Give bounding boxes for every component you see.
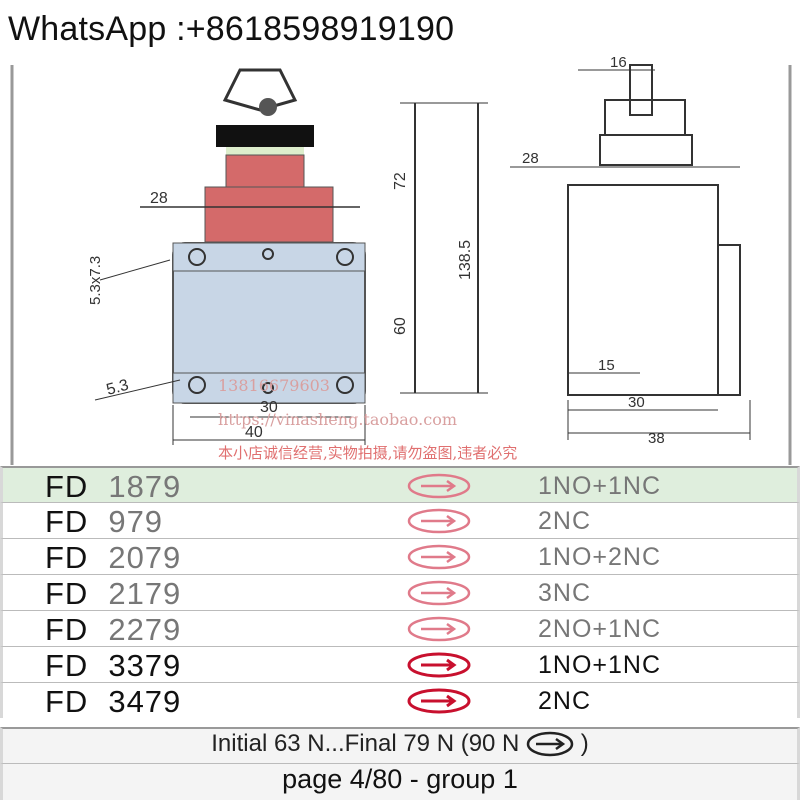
side-view: 16 28 15 30 38 [510, 55, 751, 447]
arrow-circle-icon [407, 652, 471, 678]
model-number: 979 [108, 504, 164, 539]
arrow-circle-icon [407, 508, 471, 534]
model-prefix: FD [45, 469, 89, 504]
contact-config: 2NO+1NC [538, 615, 662, 643]
dim-30-front: 30 [260, 399, 278, 416]
table-row[interactable]: FD 3479 2NC [0, 682, 800, 719]
model-prefix: FD [45, 540, 89, 575]
page-footer: page 4/80 - group 1 [0, 763, 800, 800]
dim-15: 15 [598, 357, 615, 374]
contact-config: 3NC [538, 579, 592, 607]
dim-16: 16 [610, 55, 627, 71]
dim-38: 38 [648, 430, 665, 447]
contact-config: 1NO+2NC [538, 543, 662, 571]
arrow-circle-icon [407, 580, 471, 606]
force-text-end: ) [580, 729, 589, 757]
model-prefix: FD [45, 648, 89, 683]
contact-config: 2NC [538, 687, 592, 715]
technical-drawing: 28 5.3x7.3 5.3 72 60 138.5 30 40 16 28 1 [10, 55, 792, 465]
table-row[interactable]: FD 1879 1NO+1NC [0, 466, 800, 504]
dim-138: 138.5 [457, 240, 474, 280]
dim-28-side: 28 [522, 150, 539, 167]
dim-30-side: 30 [628, 394, 645, 411]
force-footer: Initial 63 N...Final 79 N (90 N ) [0, 727, 800, 763]
model-number: 2079 [108, 540, 182, 575]
watermark-url: https://vinasheng.taobao.com [218, 410, 457, 429]
table-row[interactable]: FD 979 2NC [0, 502, 800, 539]
arrow-circle-icon [526, 731, 574, 756]
table-row[interactable]: FD 2079 1NO+2NC [0, 538, 800, 575]
contact-config: 1NO+1NC [538, 651, 662, 679]
force-text: Initial 63 N...Final 79 N (90 N [211, 729, 520, 757]
model-prefix: FD [45, 576, 89, 611]
arrow-circle-icon [407, 544, 471, 570]
model-number: 2179 [108, 576, 182, 611]
dim-slot: 5.3x7.3 [87, 256, 104, 305]
model-number: 3379 [108, 648, 182, 683]
model-prefix: FD [45, 684, 89, 719]
whatsapp-contact: WhatsApp :+8618598919190 [8, 10, 455, 48]
dim-28-front: 28 [150, 190, 168, 207]
model-prefix: FD [45, 612, 89, 647]
arrow-circle-icon [407, 616, 471, 642]
model-number: 2279 [108, 612, 182, 647]
dim-40-front: 40 [245, 424, 263, 441]
contact-config: 1NO+1NC [538, 472, 662, 500]
contact-config: 2NC [538, 507, 592, 535]
table-row[interactable]: FD 3379 1NO+1NC [0, 646, 800, 683]
model-number: 3479 [108, 684, 182, 719]
dim-hole: 5.3 [105, 377, 131, 399]
watermark-notice: 本小店诚信经营,实物拍摄,请勿盗图,违者必究 [218, 444, 518, 462]
model-prefix: FD [45, 504, 89, 539]
arrow-circle-icon [407, 688, 471, 714]
table-row[interactable]: FD 2179 3NC [0, 574, 800, 611]
dim-72: 72 [392, 172, 409, 190]
model-number: 1879 [108, 469, 182, 504]
front-view: 28 5.3x7.3 5.3 72 60 138.5 30 40 [87, 68, 488, 445]
table-row[interactable]: FD 2279 2NO+1NC [0, 610, 800, 647]
arrow-circle-icon [407, 473, 471, 499]
dim-60: 60 [392, 317, 409, 335]
watermark-phone: 13816679603 [218, 376, 330, 395]
